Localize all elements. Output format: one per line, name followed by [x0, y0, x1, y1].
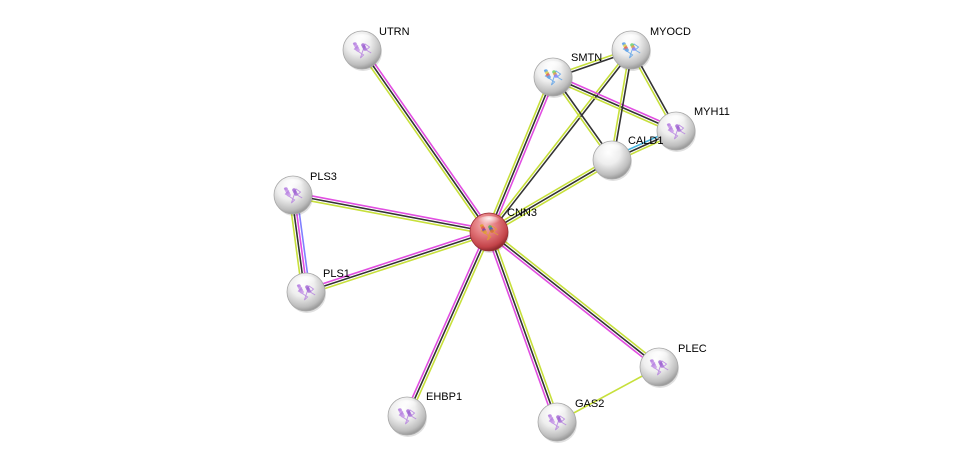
node-highlight	[647, 351, 671, 363]
node-highlight	[541, 61, 565, 73]
node-gas2[interactable]: GAS2	[537, 398, 604, 443]
node-highlight	[619, 34, 643, 46]
edge-strand-textmining	[306, 233, 491, 296]
node-highlight	[350, 34, 374, 46]
edge-strand-textmining	[359, 51, 488, 234]
edge-strand-coexpression	[488, 76, 554, 233]
edge-strand-coexpression	[406, 231, 490, 417]
edge-strand-coexpression	[305, 231, 490, 293]
node-highlight	[664, 115, 688, 127]
edge-strand-coexpression	[361, 49, 490, 233]
edge-strand-coexpression	[489, 50, 633, 234]
node-highlight	[477, 216, 501, 228]
edge-strand-coexpression	[488, 231, 558, 423]
node-highlight	[281, 179, 305, 191]
edge-cnn3-cald1[interactable]	[487, 157, 614, 235]
node-pls1[interactable]: PLS1	[286, 268, 350, 313]
node-label: PLEC	[678, 343, 707, 355]
edge-strand-textmining	[489, 161, 614, 235]
edge-strand-textmining	[292, 196, 489, 236]
edge-cnn3-gas2[interactable]	[485, 230, 561, 424]
edge-smtn-myh11[interactable]	[551, 73, 678, 135]
node-highlight	[395, 400, 419, 412]
node-label: EHBP1	[426, 391, 462, 403]
node-label: CALD1	[628, 135, 663, 147]
node-highlight	[545, 406, 569, 418]
node-highlight	[294, 276, 318, 288]
node-label: MYH11	[694, 106, 730, 118]
node-label: SMTN	[571, 52, 602, 64]
edge-cnn3-ehbp1[interactable]	[403, 230, 493, 418]
node-label: CNN3	[507, 207, 537, 219]
node-ehbp1[interactable]: EHBP1	[387, 391, 462, 437]
node-cnn3[interactable]: CNN3	[469, 207, 537, 253]
edge-cnn3-smtn[interactable]	[485, 75, 557, 234]
node-label: MYOCD	[650, 26, 691, 38]
edge-strand-textmining	[487, 157, 612, 231]
edge-strand-coexpression	[488, 231, 660, 368]
edge-cnn3-utrn[interactable]	[359, 48, 492, 234]
edge-cnn3-plec[interactable]	[486, 229, 662, 370]
edge-strand-experiments	[486, 233, 658, 370]
edge-cnn3-myocd[interactable]	[487, 48, 633, 234]
node-label: PLS3	[310, 171, 337, 183]
node-myh11[interactable]: MYH11	[656, 106, 730, 152]
node-label: UTRN	[379, 26, 410, 38]
edge-strand-coexpression	[488, 159, 613, 233]
edge-strand-textmining	[490, 229, 662, 366]
edge-strand-textmining	[490, 230, 561, 422]
edge-strand-experiments	[304, 228, 489, 291]
node-label: GAS2	[575, 398, 604, 410]
edge-cnn3-pls1[interactable]	[304, 228, 491, 296]
node-myocd[interactable]: MYOCD	[611, 26, 691, 71]
edge-strand-experiments	[490, 77, 557, 234]
node-smtn[interactable]: SMTN	[533, 52, 602, 98]
node-plec[interactable]: PLEC	[639, 343, 707, 388]
node-utrn[interactable]: UTRN	[342, 26, 410, 71]
edge-strand-textmining	[551, 78, 676, 135]
edge-strand-experiments	[293, 191, 490, 231]
edge-strand-textmining	[408, 232, 493, 418]
edge-strand-coexpression	[292, 194, 490, 233]
nodes-layer: CNN3 UTRN SMTN MYOCD MYH11CALD1PLS3PLS1EHBP1…	[273, 26, 730, 443]
edge-strand-experiments	[363, 48, 492, 231]
edge-strand-experiments	[553, 73, 678, 130]
node-label: PLS1	[323, 268, 350, 280]
edge-strand-coexpression	[552, 76, 677, 132]
edge-strand-experiments	[485, 232, 556, 424]
node-pls3[interactable]: PLS3	[273, 171, 337, 216]
node-highlight	[600, 144, 624, 156]
edge-strand-experiments	[403, 230, 488, 416]
edge-cnn3-pls3[interactable]	[292, 191, 490, 236]
edge-strand-textmining	[487, 48, 631, 232]
edge-strand-textmining	[485, 75, 552, 232]
node-cald1[interactable]: CALD1	[592, 135, 663, 181]
